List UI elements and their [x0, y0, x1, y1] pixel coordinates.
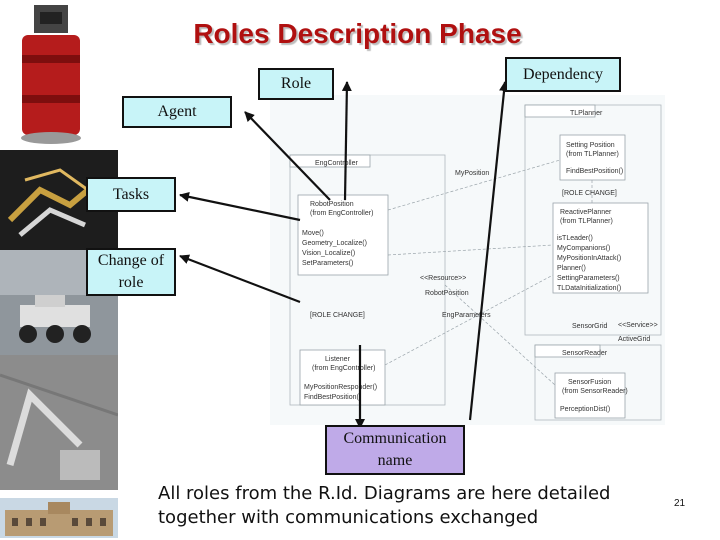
slide-caption: All roles from the R.Id. Diagrams are he… — [158, 483, 611, 529]
tasks-label: Tasks — [112, 185, 150, 203]
agent-arrow — [341, 81, 352, 201]
uml-class-title: RobotPosition — [310, 201, 354, 208]
tasks-arrow — [179, 191, 301, 222]
communication-name-label: Communication name — [343, 430, 447, 469]
uml-op: MyPositionInAttack() — [557, 255, 621, 262]
dependency-label: Dependency — [523, 65, 603, 83]
uml-class-stereotype: (from TLPlanner) — [560, 218, 613, 225]
role-box: Role — [258, 68, 334, 100]
uml-op: Vision_Localize() — [302, 250, 355, 257]
page-number: 21 — [674, 498, 686, 509]
uml-class-title: ReactivePlanner — [560, 209, 612, 216]
slide-title: Roles Description Phase — [193, 18, 522, 49]
uml-message: <<Resource>> — [420, 275, 466, 282]
uml-class-stereotype: (from EngController) — [312, 365, 375, 372]
uml-class-title: TLPlanner — [570, 110, 603, 117]
change-of-role-box: Change of role — [86, 248, 176, 296]
change-of-role-arrow — [179, 254, 301, 304]
uml-op: FindBestPosition() — [304, 394, 361, 401]
uml-class-stereotype: (from TLPlanner) — [566, 151, 619, 158]
dependency-arrow — [468, 81, 510, 421]
change-of-role-label: Change of role — [97, 252, 165, 291]
communication-name-box: Communication name — [325, 425, 465, 475]
uml-message: MyPosition — [455, 170, 489, 177]
uml-class-stereotype: (from SensorReader) — [562, 388, 628, 395]
uml-op: Geometry_Localize() — [302, 240, 367, 247]
uml-class-title: Listener — [325, 356, 351, 363]
uml-op: SettingParameters() — [557, 275, 620, 282]
uml-op: PerceptionDist() — [560, 406, 610, 413]
uml-op: isTLeader() — [557, 235, 593, 242]
uml-op: Planner() — [557, 265, 586, 272]
uml-class-title: EngController — [315, 160, 358, 167]
uml-op: FindBestPosition() — [566, 168, 623, 175]
uml-op: SetParameters() — [302, 260, 353, 267]
role-label: Role — [280, 75, 312, 93]
uml-message: EngParameters — [442, 312, 491, 319]
robot-photo-2 — [0, 150, 118, 250]
uml-op: Move() — [302, 230, 324, 237]
tasks-box: Tasks — [86, 177, 176, 212]
dependency-box: Dependency — [505, 57, 621, 92]
role-arrow — [244, 111, 331, 201]
uml-op: TLDataInitialization() — [557, 285, 621, 292]
uml-message: <<Service>> — [618, 322, 658, 329]
uml-class-stereotype: (from EngController) — [310, 210, 373, 217]
uml-op: MyCompanions() — [557, 245, 610, 252]
uml-op: MyPositionResponder() — [304, 384, 377, 391]
uml-class-title: SensorFusion — [568, 379, 611, 386]
building-photo — [0, 498, 118, 538]
uml-message: [ROLE CHANGE] — [562, 190, 617, 197]
agent-label: Agent — [157, 103, 197, 121]
uml-class-title: Setting Position — [566, 142, 615, 149]
uml-message: RobotPosition — [425, 290, 469, 297]
robot-photo-1 — [0, 0, 118, 150]
agent-box: Agent — [122, 96, 232, 128]
uml-message: SensorGrid — [572, 323, 608, 330]
uml-class-title: SensorReader — [562, 350, 608, 357]
uml-class-diagram: TLPlanner Setting Position (from TLPlann… — [270, 95, 665, 425]
robot-photo-4 — [0, 355, 118, 490]
uml-message: ActiveGrid — [618, 336, 650, 343]
uml-message: [ROLE CHANGE] — [310, 312, 365, 319]
